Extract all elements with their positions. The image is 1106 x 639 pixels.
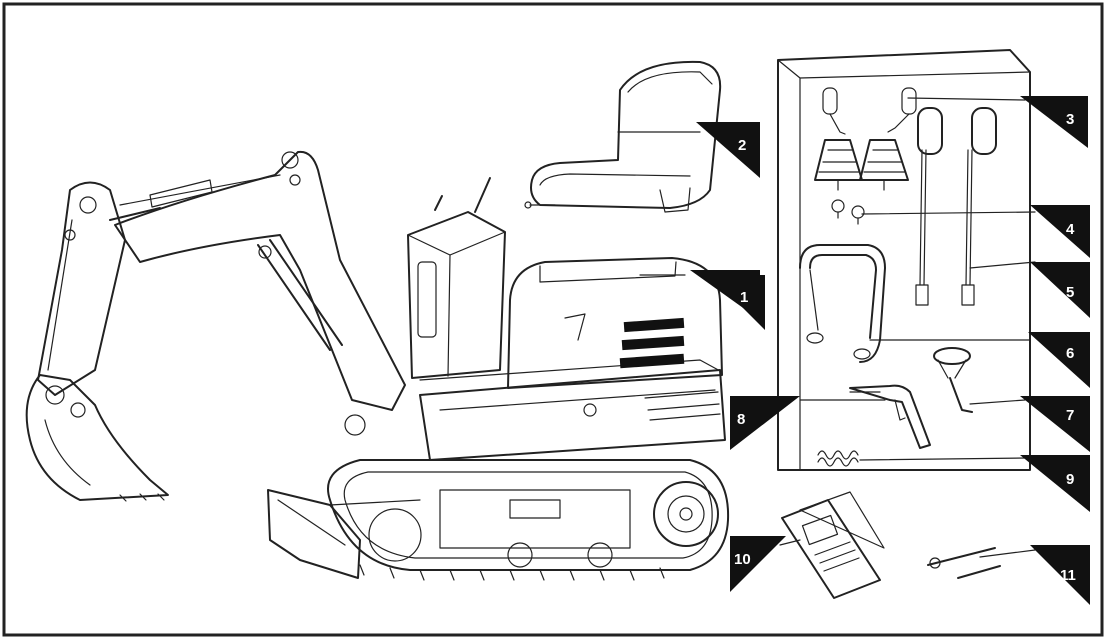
engine-cover [507,257,723,389]
callout-label-4: 4 [1066,221,1075,238]
callout-flag-10: 10 [730,536,786,592]
callout-flag-4: 4 [1030,205,1090,258]
callout-label-6: 6 [1066,345,1074,362]
mirror-left [915,107,943,306]
manual-book [781,491,885,599]
callout-flag-2: 2 [696,122,760,178]
track-assembly [327,459,730,581]
hand-tool [927,547,1001,579]
spring [817,450,859,467]
callout-flag-9: 9 [1020,455,1090,512]
callout-flag-3: 3 [1020,96,1088,148]
control-tower [407,177,506,379]
control-lever-right [859,87,917,191]
funnel [933,347,973,413]
callout-label-9: 9 [1066,471,1074,488]
dozer-blade [267,489,421,579]
upper-body [419,359,726,461]
seat-illustration [524,60,722,213]
callout-label-2: 2 [738,137,746,154]
callout-label-3: 3 [1066,111,1074,128]
callout-label-1: 1 [740,289,748,306]
callout-flag-6: 6 [1028,332,1090,388]
callout-leaders [617,97,1036,558]
callout-label-11: 11 [1060,567,1076,584]
callout-flag-5: 5 [1030,262,1090,318]
callout-flag-8: 8 [730,396,800,450]
boom-arm [114,150,406,436]
knobs [831,199,865,225]
callout-label-8: 8 [737,411,745,428]
mirror-right [961,107,997,306]
stick-arm [37,181,161,396]
callout-label-5: 5 [1066,284,1074,301]
excavator-illustration [25,150,730,581]
callout-flag-7: 7 [1020,396,1090,452]
callout-flag-1: 1 [690,270,765,330]
roll-bar [799,244,886,363]
grease-gun [849,384,931,449]
callout-label-7: 7 [1066,407,1074,424]
callout-label-10: 10 [734,551,751,568]
bucket [25,374,169,502]
callout-flag-11: 11 [1030,545,1090,605]
